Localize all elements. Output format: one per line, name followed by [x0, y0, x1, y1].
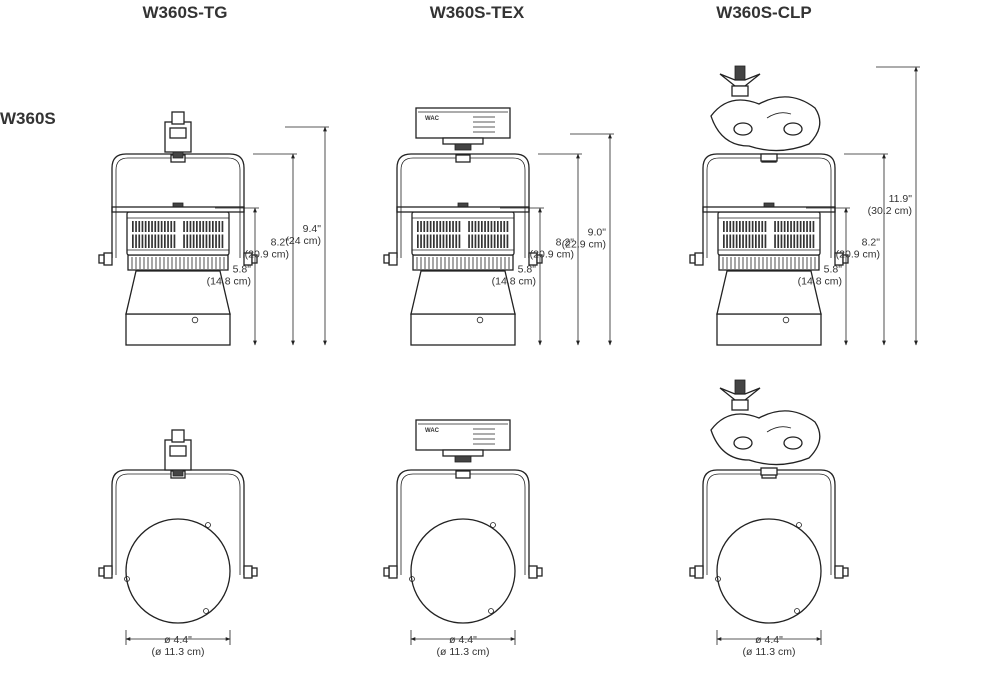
fixture-w360s-tex: W360S-TEX WAC 9.0"(22.9 cm)8.2"(20.9 cm) 5.…	[383, 3, 614, 658]
dimension-inches: 5.8"	[518, 264, 537, 276]
lens-face	[716, 518, 822, 624]
track-adapter-tex	[415, 107, 511, 139]
model-title: W360S-TEX	[430, 3, 525, 22]
wing-nut	[734, 379, 746, 395]
dimension-inches: 5.8"	[233, 264, 252, 276]
lens-housing	[716, 313, 822, 346]
lens-housing	[125, 313, 231, 346]
dimension-cm: (20.9 cm)	[245, 249, 289, 261]
dimension-cm: (14.8 cm)	[207, 276, 251, 288]
dimension-cm: (20.9 cm)	[530, 249, 574, 261]
dimension-inches: 11.9"	[889, 193, 913, 205]
adapter-logo: WAC	[425, 116, 440, 122]
track-adapter-tex	[415, 419, 511, 451]
heatsink-lower	[718, 254, 820, 271]
side-knob	[103, 252, 113, 266]
cone-body	[410, 270, 516, 315]
housing-screw	[782, 316, 790, 324]
dimension-cm: (22.9 cm)	[562, 239, 606, 251]
dimension-inches: 8.2"	[862, 237, 881, 249]
lens-face	[410, 518, 516, 624]
side-knob	[388, 565, 398, 579]
wing-nut	[734, 65, 746, 81]
adapter-logo: WAC	[425, 428, 440, 434]
heatsink-lower	[412, 254, 514, 271]
fixture-w360s-clp: W360S-CLP 11.9"(30.2 cm) 8.2"(20.9 cm) 5.8"…	[689, 3, 920, 658]
yoke	[396, 153, 530, 258]
model-title: W360S-TG	[142, 3, 227, 22]
dimension-cm: (20.9 cm)	[836, 249, 880, 261]
side-knob	[388, 252, 398, 266]
diameter-cm: (ø 11.3 cm)	[152, 646, 205, 658]
side-knob	[103, 565, 113, 579]
diameter-cm: (ø 11.3 cm)	[743, 646, 796, 658]
dimension-cm: (14.8 cm)	[798, 276, 842, 288]
model-title: W360S-CLP	[716, 3, 811, 22]
lens-housing	[410, 313, 516, 346]
cone-body	[716, 270, 822, 315]
dimension-cm: (14.8 cm)	[492, 276, 536, 288]
side-knob	[834, 565, 844, 579]
diameter-inches: ø 4.4"	[164, 634, 192, 646]
side-knob	[528, 565, 538, 579]
hub	[455, 154, 471, 163]
dimension-inches: 9.4"	[303, 223, 322, 235]
dimension-inches: 9.0"	[588, 227, 607, 239]
clamp	[710, 96, 821, 152]
side-knob	[694, 565, 704, 579]
heatsink-lower	[127, 254, 229, 271]
dimension-cm: (24 cm)	[285, 235, 321, 247]
fixture-w360s-tg: W360S-TG 9.4"(24 cm)8.2"(20.9 cm) 5.8"(14.…	[98, 3, 329, 658]
diameter-cm: (ø 11.3 cm)	[437, 646, 490, 658]
side-knob	[243, 565, 253, 579]
cone-body	[125, 270, 231, 315]
clamp	[710, 410, 821, 466]
yoke-top	[396, 469, 530, 575]
lens-face	[125, 518, 231, 624]
dimension-inches: 5.8"	[824, 264, 843, 276]
diameter-inches: ø 4.4"	[755, 634, 783, 646]
dimension-cm: (30.2 cm)	[868, 205, 912, 217]
housing-screw	[191, 316, 199, 324]
dimension-inches: 8.2"	[556, 237, 575, 249]
side-knob	[694, 252, 704, 266]
dimension-inches: 8.2"	[271, 237, 290, 249]
row-label: W360S	[0, 109, 56, 128]
diameter-inches: ø 4.4"	[449, 634, 477, 646]
housing-screw	[476, 316, 484, 324]
